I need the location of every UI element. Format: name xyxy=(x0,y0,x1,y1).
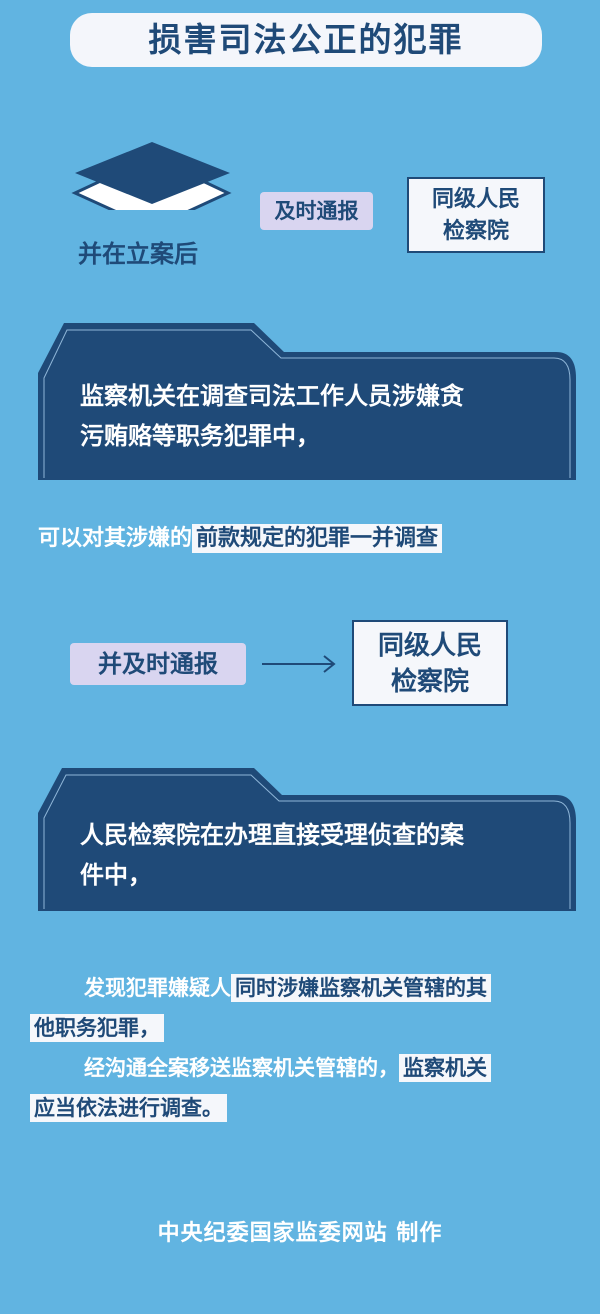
statement-text: 经沟通全案移送监察机关管辖的， xyxy=(84,1056,399,1080)
panel-line: 件中， xyxy=(80,861,152,889)
notify-label: 及时通报 xyxy=(260,192,373,230)
box-line: 检察院 xyxy=(390,667,469,697)
layers-icon xyxy=(71,142,232,210)
statement-highlight: 应当依法进行调查。 xyxy=(30,1094,227,1122)
statement-highlight: 前款规定的犯罪一并调查 xyxy=(192,524,443,553)
caption: 并在立案后 xyxy=(78,240,198,268)
statement-highlight: 同时涉嫌监察机关管辖的其 xyxy=(231,974,491,1002)
panel-line: 人民检察院在办理直接受理侦查的案 xyxy=(80,821,464,849)
statement-highlight: 监察机关 xyxy=(399,1054,491,1082)
panel-line: 监察机关在调查司法工作人员涉嫌贪 xyxy=(80,382,464,410)
panel-line: 污贿赂等职务犯罪中， xyxy=(80,422,320,450)
notify-label: 并及时通报 xyxy=(70,643,246,685)
procuratorate-box: 同级人民 检察院 xyxy=(407,177,545,253)
folder-panel xyxy=(38,323,576,480)
folder-panel xyxy=(38,768,576,911)
procuratorate-box: 同级人民 检察院 xyxy=(352,620,508,706)
box-line: 同级人民 xyxy=(431,187,520,212)
statement-text: 发现犯罪嫌疑人 xyxy=(84,976,231,1000)
panel-text: 人民检察院在办理直接受理侦查的案 件中， xyxy=(80,815,464,895)
panel-text: 监察机关在调查司法工作人员涉嫌贪 污贿赂等职务犯罪中， xyxy=(80,376,464,456)
page-title: 损害司法公正的犯罪 xyxy=(70,13,542,67)
statement-highlight: 他职务犯罪， xyxy=(30,1014,164,1042)
statement: 可以对其涉嫌的前款规定的犯罪一并调查 xyxy=(38,522,443,556)
box-line: 同级人民 xyxy=(377,631,482,661)
statement-text: 可以对其涉嫌的 xyxy=(38,526,193,551)
arrow-right-icon xyxy=(262,655,336,673)
footer-credit: 中央纪委国家监委网站 制作 xyxy=(157,1220,443,1246)
box-line: 检察院 xyxy=(442,219,509,244)
statement-paragraph: 发现犯罪嫌疑人同时涉嫌监察机关管辖的其 他职务犯罪， 经沟通全案移送监察机关管辖… xyxy=(30,968,575,1128)
